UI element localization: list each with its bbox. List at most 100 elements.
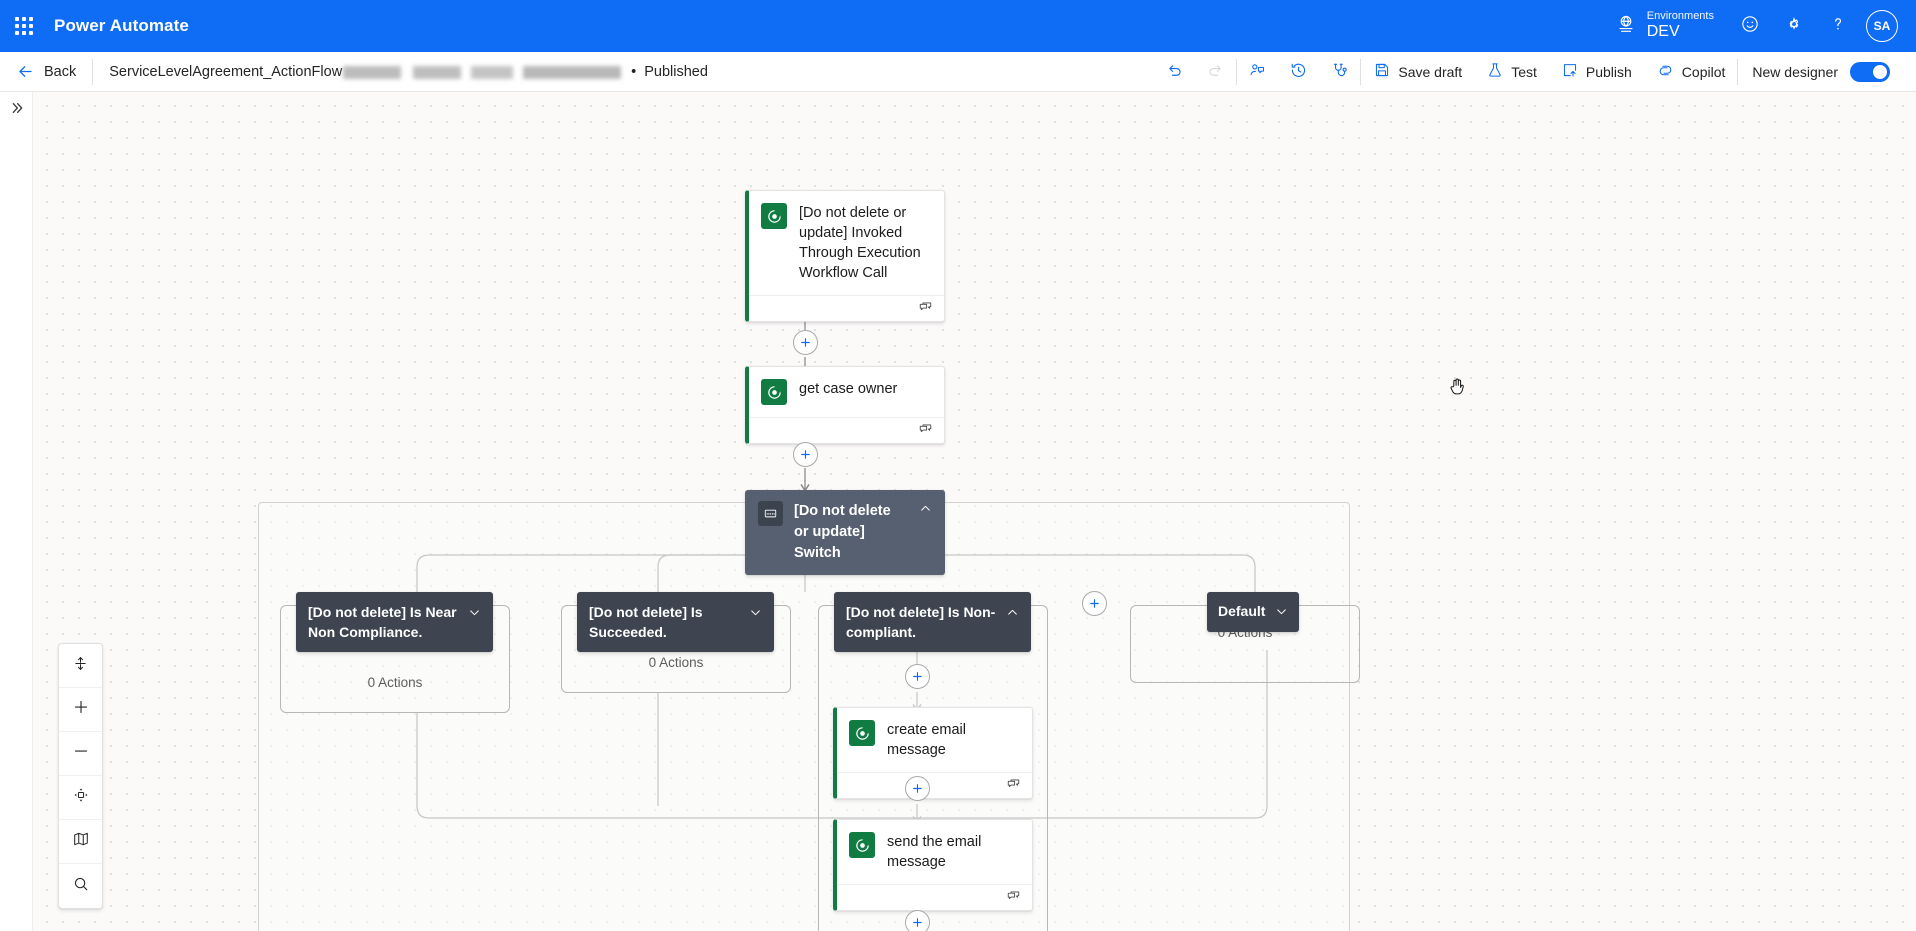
case-title-2: [Do not delete] Is Succeeded. [589,604,703,640]
save-draft-label: Save draft [1398,63,1463,80]
run-history-button[interactable] [1279,56,1318,88]
trigger-node[interactable]: [Do not delete or update] Invoked Throug… [745,190,945,322]
flow-status-separator: • [631,63,637,80]
action-title-send-email: send the email message [887,834,982,870]
fit-to-screen-button[interactable] [59,644,102,688]
copilot-button[interactable]: Copilot [1645,56,1737,88]
add-step-button-case3-top[interactable] [905,664,930,689]
command-bar: Back ServiceLevelAgreement_ActionFlow • … [0,52,1916,92]
gear-icon [1784,14,1804,39]
case-header-2[interactable]: [Do not delete] Is Succeeded. [577,592,774,652]
plus-icon [72,698,90,721]
action-card-footer [837,772,1032,798]
action-card-create-email[interactable]: create email message [833,707,1033,799]
arrow-left-icon [16,62,35,81]
test-flask-icon [1486,61,1504,82]
add-step-button-case3-mid[interactable] [905,776,930,801]
new-designer-toggle[interactable] [1850,61,1890,82]
trigger-card[interactable]: [Do not delete or update] Invoked Throug… [745,190,945,322]
action-card-send-email[interactable]: send the email message [833,819,1033,911]
case-title-1: [Do not delete] Is Near Non Compliance. [308,604,457,640]
redo-button[interactable] [1196,56,1235,88]
zoom-in-button[interactable] [59,688,102,732]
case-header-1[interactable]: [Do not delete] Is Near Non Compliance. [296,592,493,652]
chevron-down-icon[interactable] [1275,603,1288,623]
settings-button[interactable] [1772,0,1816,52]
comment-bubbles-icon[interactable] [918,421,933,441]
help-button[interactable] [1816,0,1860,52]
action-node-send-email[interactable]: send the email message [833,819,1033,911]
action-card-footer [837,884,1032,910]
undo-button[interactable] [1155,56,1194,88]
save-disk-icon [1373,61,1391,82]
search-button[interactable] [59,864,102,908]
command-bar-divider-4 [1737,58,1739,85]
dataverse-connector-icon [761,379,787,405]
app-header: Power Automate Environments DEV [0,0,1916,52]
feedback-button[interactable] [1728,0,1772,52]
flow-canvas[interactable]: [Do not delete or update] Invoked Throug… [33,92,1916,931]
question-mark-help-icon [1828,14,1848,39]
copilot-icon [1656,61,1675,83]
back-button[interactable]: Back [0,52,92,92]
fit-to-screen-icon [72,655,89,677]
dataverse-connector-icon [849,832,875,858]
minimap-button[interactable] [59,820,102,864]
chevron-up-icon[interactable] [1006,604,1019,624]
magnifier-icon [72,875,90,898]
header-right-group: Environments DEV [1601,0,1916,52]
environment-value: DEV [1646,23,1680,41]
chevron-down-icon[interactable] [749,604,762,624]
trigger-card-footer [749,295,944,321]
publish-button[interactable]: Publish [1550,56,1643,88]
action-node-get-case-owner[interactable]: get case owner [745,366,945,444]
command-bar-actions: Save draft Test Publish [1154,52,1916,92]
action-title-get-case-owner: get case owner [799,381,898,397]
dataverse-connector-icon [849,720,875,746]
new-designer-label: New designer [1752,63,1838,80]
comment-bubbles-icon[interactable] [1006,888,1021,908]
action-title-create-email: create email message [887,722,966,758]
flow-name: ServiceLevelAgreement_ActionFlow [109,63,343,80]
add-step-button-case3-bottom[interactable] [905,910,930,931]
case-header-3[interactable]: [Do not delete] Is Non-compliant. [834,592,1031,652]
chevron-up-icon[interactable] [919,501,932,522]
flow-status: Published [644,63,708,80]
smiley-feedback-icon [1740,14,1760,39]
flow-checker-button[interactable] [1320,56,1359,88]
environment-picker[interactable]: Environments DEV [1601,10,1728,41]
comments-button[interactable] [1238,56,1277,88]
publish-label: Publish [1585,63,1632,80]
add-step-button-2[interactable] [793,442,818,467]
chevron-down-icon[interactable] [468,604,481,624]
flow-checker-stethoscope-icon [1330,61,1349,83]
action-card-get-case-owner[interactable]: get case owner [745,366,945,444]
case-title-3: [Do not delete] Is Non-compliant. [846,604,996,640]
comment-bubbles-icon[interactable] [1006,776,1021,796]
avatar-initials: SA [1873,19,1891,33]
case-header-default[interactable]: Default [1207,592,1299,632]
case-actions-count-2: 0 Actions [648,655,704,670]
avatar[interactable]: SA [1866,10,1898,42]
expand-panel-button[interactable] [0,92,33,128]
left-rail [0,92,33,931]
minus-icon [72,742,90,765]
app-launcher-button[interactable] [0,0,48,52]
test-button[interactable]: Test [1475,56,1548,88]
flow-title-group: ServiceLevelAgreement_ActionFlow • Publi… [93,64,708,80]
comment-bubbles-icon[interactable] [918,299,933,319]
action-node-create-email[interactable]: create email message [833,707,1033,799]
zoom-out-button[interactable] [59,732,102,776]
switch-node[interactable]: [Do not delete or update] Switch [745,490,945,575]
recenter-button[interactable] [59,776,102,820]
copilot-label: Copilot [1681,63,1726,80]
undo-icon [1165,61,1184,83]
add-case-button[interactable] [1082,591,1107,616]
add-step-button-1[interactable] [793,330,818,355]
app-launcher-icon [15,17,33,35]
save-draft-button[interactable]: Save draft [1362,56,1473,88]
canvas-zoom-toolbar [58,643,103,909]
action-card-footer [749,417,944,443]
back-button-label: Back [44,63,77,80]
recenter-target-icon [72,786,90,809]
